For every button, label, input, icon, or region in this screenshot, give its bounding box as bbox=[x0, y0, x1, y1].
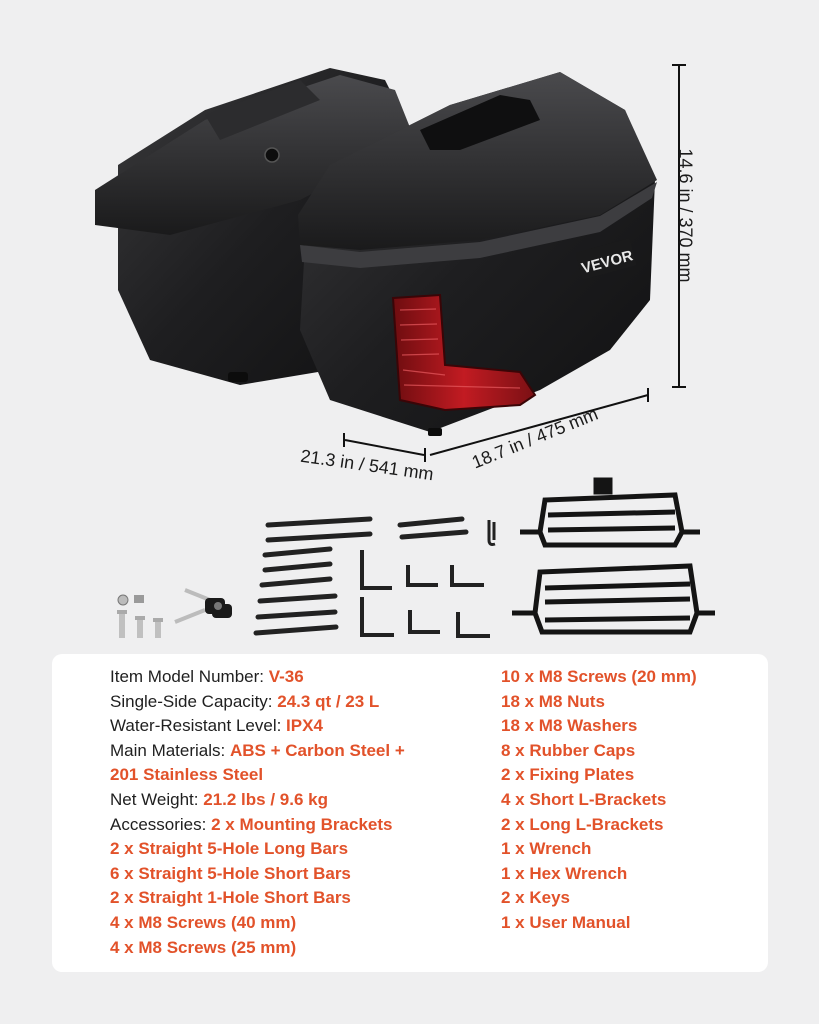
spec-capacity: Single-Side Capacity: 24.3 qt / 23 L bbox=[110, 690, 405, 715]
dimension-lines bbox=[343, 64, 686, 462]
spec-column-left: Item Model Number: V-36 Single-Side Capa… bbox=[110, 665, 405, 960]
spec-label: Accessories: bbox=[110, 814, 212, 834]
accessory-item: 2 x Straight 5-Hole Long Bars bbox=[110, 839, 349, 859]
spec-weight: Net Weight: 21.2 lbs / 9.6 kg bbox=[110, 788, 405, 813]
spec-label: Net Weight: bbox=[110, 789, 204, 809]
height-dimension-label: 14.6 in / 370 mm bbox=[675, 148, 696, 283]
spec-accessories: Accessories: 2 x Mounting Brackets bbox=[110, 813, 405, 838]
spec-panel: Item Model Number: V-36 Single-Side Capa… bbox=[52, 654, 768, 972]
accessory-item: 2 x Keys bbox=[501, 888, 570, 908]
spec-label: Main Materials: bbox=[110, 740, 230, 760]
accessory-item: 1 x Hex Wrench bbox=[501, 863, 628, 883]
product-illustration: VEVOR bbox=[95, 64, 715, 638]
product-image-area: VEVOR bbox=[95, 64, 715, 638]
spec-label: Item Model Number: bbox=[110, 667, 269, 686]
spec-column-right: 10 x M8 Screws (20 mm) 18 x M8 Nuts 18 x… bbox=[501, 665, 697, 936]
accessory-item: 4 x M8 Screws (25 mm) bbox=[110, 937, 297, 957]
accessory-item: 4 x M8 Screws (40 mm) bbox=[110, 912, 297, 932]
hardware-small bbox=[117, 594, 163, 638]
l-brackets bbox=[360, 550, 490, 638]
spec-materials: Main Materials: ABS + Carbon Steel + bbox=[110, 739, 405, 764]
spec-value: ABS + Carbon Steel + bbox=[229, 740, 405, 760]
accessory-item: 4 x Short L-Brackets bbox=[501, 789, 667, 809]
mounting-racks bbox=[512, 477, 715, 635]
accessory-item: 6 x Straight 5-Hole Short Bars bbox=[110, 863, 351, 883]
spec-label: Single-Side Capacity: bbox=[110, 691, 278, 711]
accessory-item: 2 x Straight 1-Hole Short Bars bbox=[110, 888, 351, 908]
fixing-hooks bbox=[487, 520, 496, 546]
spec-value: 24.3 qt / 23 L bbox=[277, 691, 380, 711]
accessory-item: 1 x Wrench bbox=[501, 839, 592, 859]
spec-model: Item Model Number: V-36 bbox=[110, 665, 405, 690]
accessory-item: 1 x User Manual bbox=[501, 912, 631, 932]
accessory-item: 10 x M8 Screws (20 mm) bbox=[501, 667, 697, 686]
spec-water-resistance: Water-Resistant Level: IPX4 bbox=[110, 714, 405, 739]
accessory-item: 8 x Rubber Caps bbox=[501, 740, 636, 760]
mounting-bars bbox=[253, 516, 469, 636]
accessory-item: 2 x Long L-Brackets bbox=[501, 814, 664, 834]
accessory-item: 18 x M8 Nuts bbox=[501, 691, 605, 711]
spec-value: 21.2 lbs / 9.6 kg bbox=[203, 789, 328, 809]
spec-materials-cont: 201 Stainless Steel bbox=[110, 763, 405, 788]
accessory-item: 18 x M8 Washers bbox=[501, 716, 638, 736]
spec-value: 2 x Mounting Brackets bbox=[211, 814, 393, 834]
spec-value: 201 Stainless Steel bbox=[110, 765, 264, 785]
accessory-item: 2 x Fixing Plates bbox=[501, 765, 635, 785]
keys-icon bbox=[174, 588, 232, 624]
right-saddlebag: VEVOR bbox=[298, 72, 657, 436]
spec-value: IPX4 bbox=[286, 716, 323, 736]
spec-label: Water-Resistant Level: bbox=[110, 716, 287, 736]
spec-value: V-36 bbox=[268, 667, 304, 686]
